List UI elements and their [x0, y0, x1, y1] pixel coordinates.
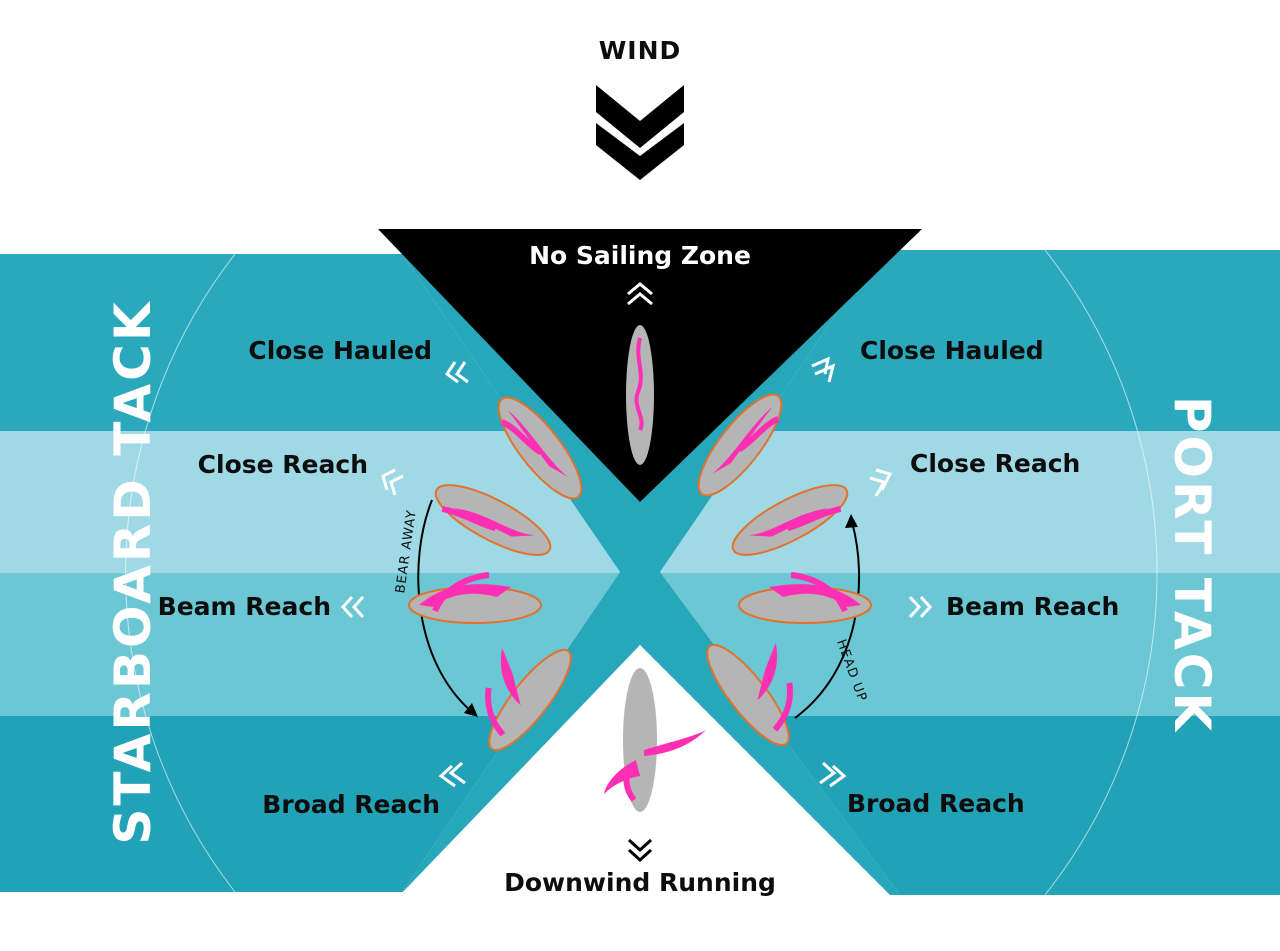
chevron-icon-right-close-reach — [869, 468, 893, 497]
boat-downwind-running — [604, 668, 706, 812]
head-up-arrow — [794, 521, 860, 719]
chevron-icon-left-close-reach — [381, 468, 404, 496]
boat-close-reach-right — [731, 484, 849, 556]
chevron-icon-right-broad-reach — [819, 761, 847, 788]
label-beam-reach-left: Beam Reach — [158, 592, 331, 621]
boat-close-hauled-left — [497, 396, 583, 500]
downwind-running-label: Downwind Running — [504, 868, 776, 897]
wind-label: WIND — [599, 36, 682, 65]
boat-broad-reach-left — [485, 647, 572, 752]
chevron-icon-left-beam-reach — [340, 595, 365, 619]
no-sailing-zone-label: No Sailing Zone — [529, 241, 751, 270]
bear-away-arrowhead-icon — [464, 703, 478, 717]
boat-close-reach-left — [434, 484, 552, 556]
boat-in-irons — [626, 325, 654, 465]
port-tack-label: PORT TACK — [1163, 396, 1221, 734]
chevron-icon-left-close-hauled — [444, 361, 469, 384]
boat-beam-reach-right — [738, 572, 872, 624]
label-close-reach-right: Close Reach — [910, 449, 1080, 478]
down-chevron-icon — [627, 838, 653, 863]
up-chevron-icon — [627, 282, 653, 306]
center-cross-upper — [380, 229, 921, 572]
label-close-reach-left: Close Reach — [198, 450, 368, 479]
boat-broad-reach-right — [706, 642, 793, 747]
circle-arc-right — [1044, 249, 1158, 896]
label-broad-reach-right: Broad Reach — [847, 789, 1025, 818]
boat-beam-reach-left — [408, 572, 542, 624]
chevron-icon-left-broad-reach — [438, 761, 466, 788]
label-beam-reach-right: Beam Reach — [946, 592, 1119, 621]
label-close-hauled-right: Close Hauled — [860, 336, 1044, 365]
circle-arc-left — [125, 253, 236, 893]
chevron-icon-right-beam-reach — [908, 595, 933, 619]
head-up-arrowhead-icon — [845, 514, 858, 528]
label-close-hauled-left: Close Hauled — [248, 336, 432, 365]
label-broad-reach-left: Broad Reach — [262, 790, 440, 819]
chevron-icon-right-close-hauled — [811, 356, 836, 383]
wind-chevron-icon — [596, 85, 684, 180]
boat-close-hauled-right — [697, 393, 783, 497]
starboard-tack-label: STARBOARD TACK — [104, 299, 162, 844]
